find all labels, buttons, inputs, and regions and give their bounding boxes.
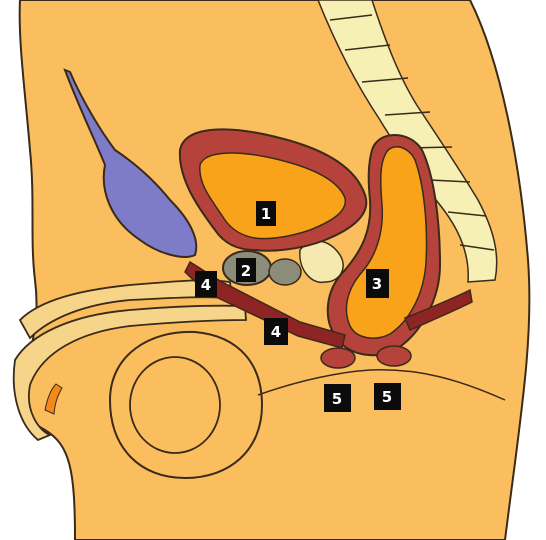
label-sphincter-right: 5 <box>374 383 401 410</box>
label-prostate: 2 <box>236 258 256 282</box>
svg-text:4: 4 <box>201 276 211 294</box>
prostate-right-lobe <box>269 259 301 285</box>
svg-text:1: 1 <box>261 205 271 223</box>
label-rectum: 3 <box>366 269 389 298</box>
label-sphincter-left: 5 <box>324 384 351 412</box>
label-urethra-upper: 4 <box>195 271 217 297</box>
sphincter-left-shape <box>321 348 355 368</box>
svg-text:2: 2 <box>241 262 251 280</box>
svg-text:4: 4 <box>271 323 281 341</box>
testicle <box>110 332 262 478</box>
label-bladder: 1 <box>256 201 276 226</box>
svg-text:5: 5 <box>382 388 392 406</box>
sphincter-right-shape <box>377 346 411 366</box>
svg-text:3: 3 <box>372 275 382 293</box>
label-urethra-lower: 4 <box>264 318 288 345</box>
svg-text:5: 5 <box>332 390 342 408</box>
